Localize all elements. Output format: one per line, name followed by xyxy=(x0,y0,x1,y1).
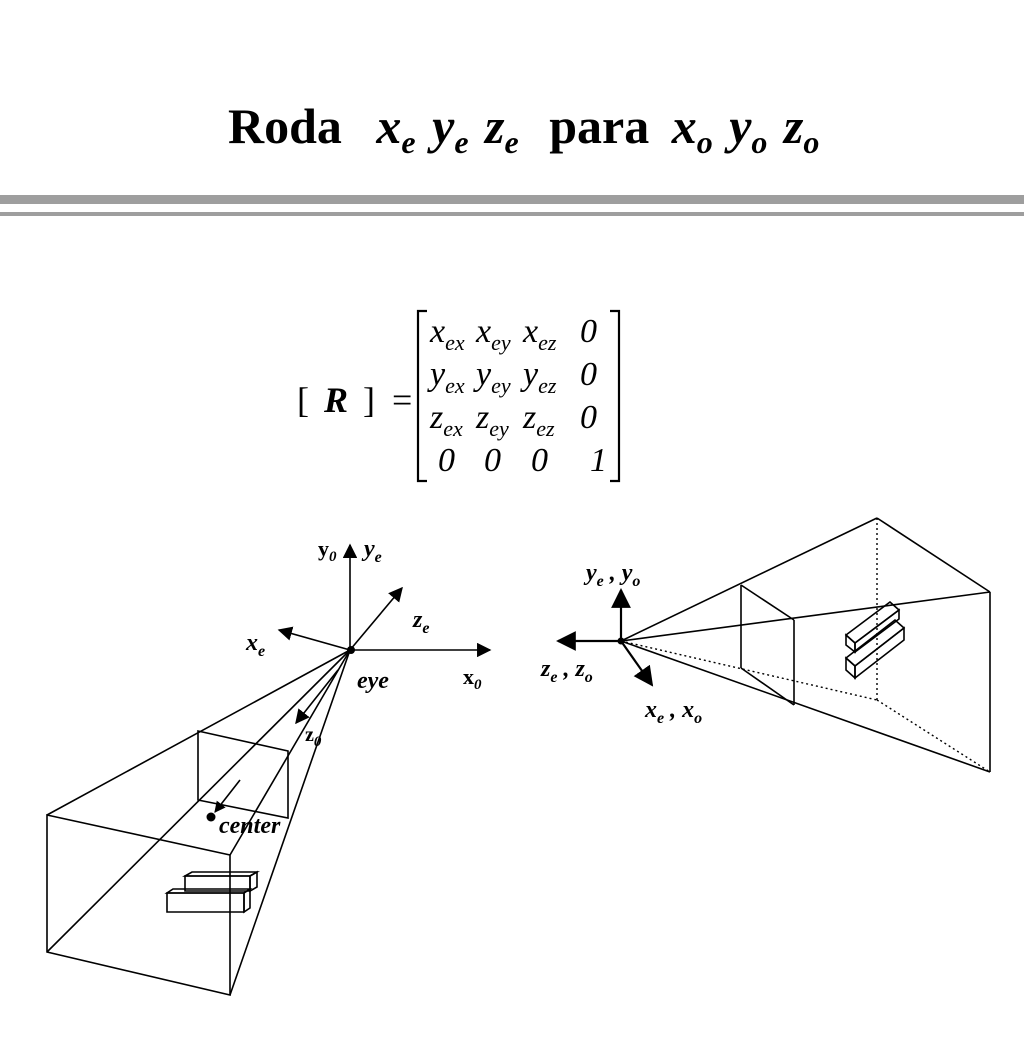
origin-point-right xyxy=(617,637,625,645)
matrix-cell-r1-c1: xex xyxy=(429,313,465,355)
eye-point xyxy=(347,646,355,654)
title-var-z-e: ze xyxy=(483,98,519,160)
matrix-cell-r2-c1: yex xyxy=(427,356,465,398)
matrix-lhs: [ R ] = xyxy=(297,380,412,420)
near-plane-bottom xyxy=(740,667,795,706)
axis-z0-arrow xyxy=(295,669,339,725)
matrix-cell-r1-c3: xez xyxy=(522,313,557,355)
matrix-cell-r3-c4: 0 xyxy=(580,399,597,436)
center-direction-arrow xyxy=(214,779,241,813)
title-var-y-o: yo xyxy=(724,98,767,160)
label-ze-zo: ze , zo xyxy=(540,656,593,686)
label-eye: eye xyxy=(357,668,389,694)
right-diagram: ye , yo ze , zo xe , xo xyxy=(540,517,991,773)
scene-blocks-right xyxy=(844,600,906,680)
matrix-cell-r2-c4: 0 xyxy=(580,356,597,393)
far-plane-top-edge xyxy=(876,517,991,593)
frustum-edge-top xyxy=(620,517,878,642)
label-x0: x0 xyxy=(463,664,482,693)
matrix-cell-r3-c2: zey xyxy=(475,399,509,441)
scene-blocks-left xyxy=(164,870,261,914)
frustum-edge-bottom-right xyxy=(229,649,351,996)
matrix-cell-r1-c2: xey xyxy=(475,313,511,355)
frustum-edge-right xyxy=(620,591,991,642)
svg-text:Roda xe ye z: Roda xe ye ze para xo yo zo xyxy=(228,98,819,164)
far-plane xyxy=(46,814,231,997)
title-word-roda: Roda xyxy=(228,98,342,154)
title-var-z-o: zo xyxy=(782,98,819,160)
center-point xyxy=(206,812,216,822)
divider-thick xyxy=(0,195,1024,204)
near-plane-top xyxy=(740,584,795,621)
title-divider xyxy=(0,195,1024,216)
title-var-x-e: xe xyxy=(375,98,415,160)
matrix-cell-r2-c3: yez xyxy=(520,356,557,398)
near-plane xyxy=(197,730,289,819)
slide-title: Roda xe ye ze para xo yo zo xyxy=(228,98,819,164)
label-y0: y0 xyxy=(318,536,337,565)
left-diagram: y0 ye ze xe x0 z0 eye center xyxy=(46,536,492,997)
frustum-edge-hidden xyxy=(620,640,878,701)
far-plane-hidden-bottom xyxy=(876,699,991,773)
label-z0: z0 xyxy=(305,724,322,750)
label-xe: xe xyxy=(245,630,265,660)
title-var-x-o: xo xyxy=(671,98,713,160)
matrix-right-bracket xyxy=(610,309,621,483)
matrix-cell-r3-c3: zez xyxy=(522,399,555,441)
matrix-cell-r3-c1: zex xyxy=(429,399,463,441)
label-center: center xyxy=(219,813,281,839)
title-word-para: para xyxy=(549,98,649,154)
matrix-cell-r4-c1: 0 xyxy=(438,442,455,479)
divider-thin xyxy=(0,212,1024,216)
matrix-cell-r4-c3: 0 xyxy=(531,442,548,479)
axis-ze-arrow xyxy=(349,586,403,651)
axis-xe-arrow xyxy=(277,626,351,651)
title-var-y-e: ye xyxy=(427,98,468,160)
label-xe-xo: xe , xo xyxy=(644,697,702,727)
frustum-edge-bottom xyxy=(620,640,991,773)
label-ye: ye xyxy=(361,536,382,566)
matrix-cell-r2-c2: yey xyxy=(473,356,511,398)
matrix-cell-r4-c2: 0 xyxy=(484,442,501,479)
label-ze: ze xyxy=(412,607,429,637)
frustum-edge-bottom-left xyxy=(46,649,351,953)
frustum-edge-top-right xyxy=(229,649,351,856)
matrix-left-bracket xyxy=(416,309,427,483)
matrix-cell-r4-c4: 1 xyxy=(590,442,607,479)
label-ye-yo: ye , yo xyxy=(583,560,640,590)
axis-x-right-arrow xyxy=(620,640,654,687)
matrix-cell-r1-c4: 0 xyxy=(580,313,597,350)
